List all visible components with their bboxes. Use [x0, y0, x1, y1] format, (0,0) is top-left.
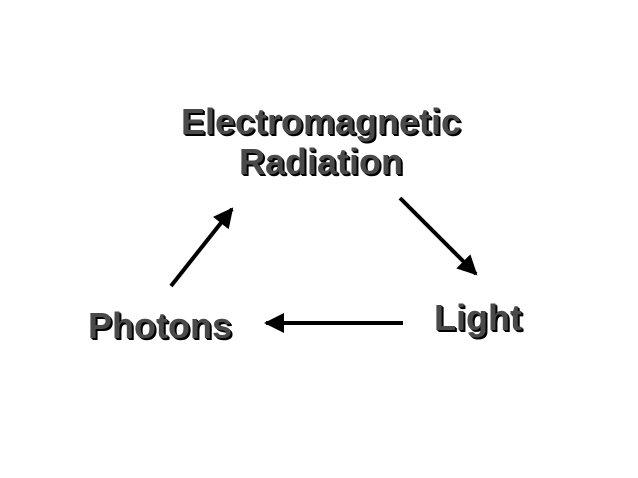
node-electromagnetic-radiation-line1: Electromagnetic	[180, 101, 462, 142]
node-electromagnetic-radiation: Electromagnetic Radiation	[0, 101, 638, 183]
node-light: Light	[434, 297, 522, 338]
node-photons: Photons	[88, 305, 232, 346]
arrow-photons-to-em	[169, 207, 234, 288]
arrow-em-to-light	[398, 196, 478, 276]
node-electromagnetic-radiation-line2: Radiation	[238, 141, 403, 183]
